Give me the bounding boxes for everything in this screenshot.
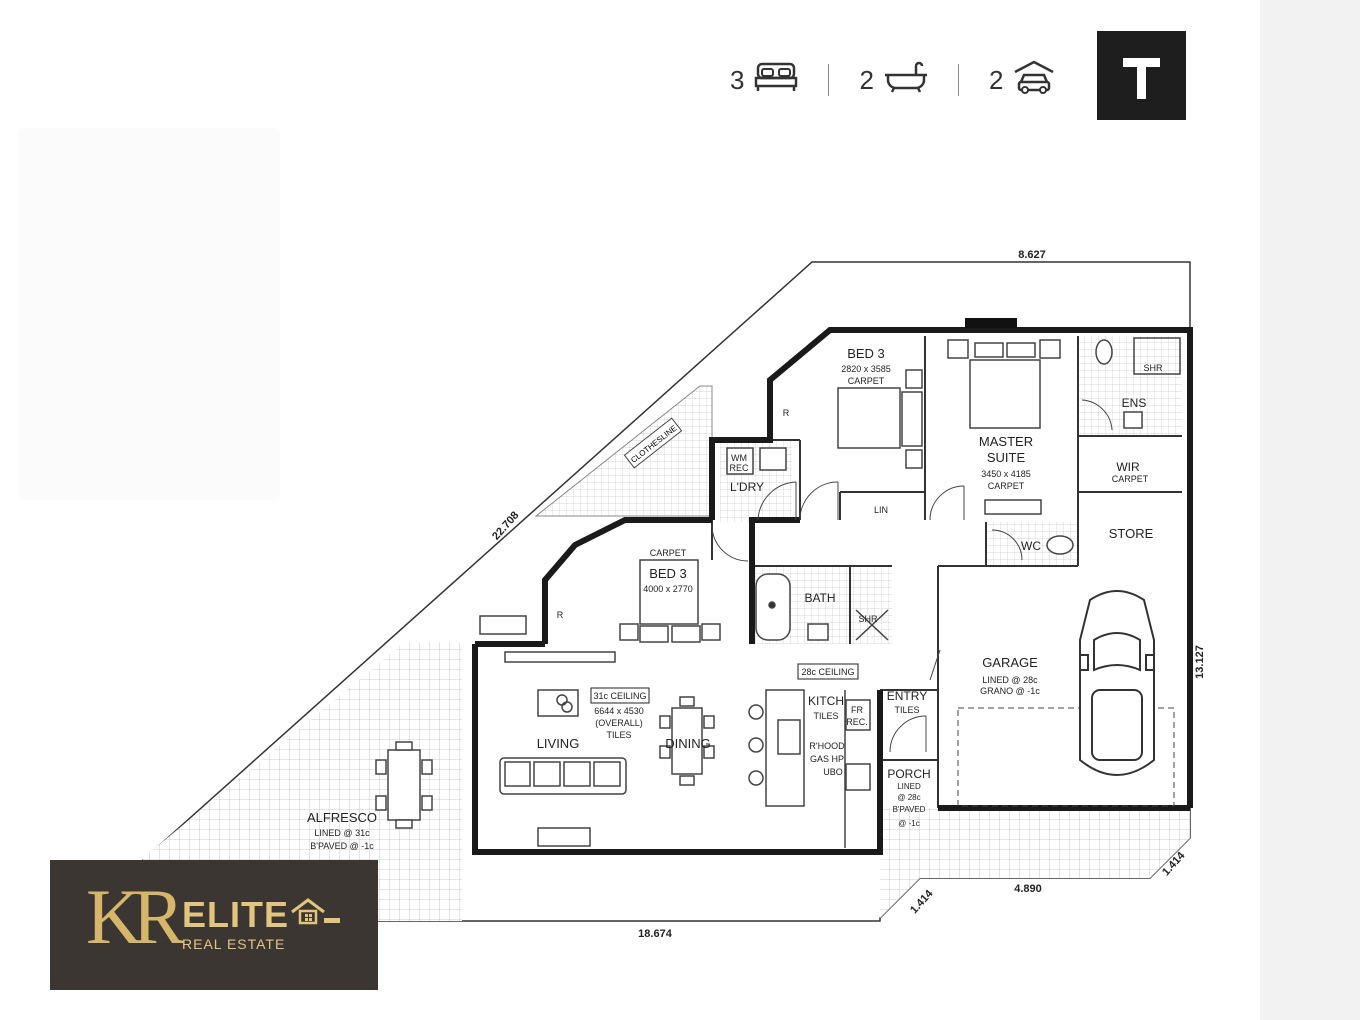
kitchen-tiles: TILES xyxy=(813,711,838,721)
agency-logo: KR ELITE REAL ESTATE xyxy=(50,860,378,990)
blank-area xyxy=(18,128,280,500)
house-icon xyxy=(291,898,340,925)
kitchen-label: KITCH xyxy=(808,694,844,708)
lin-label: LIN xyxy=(874,505,888,515)
robe-label-1: R xyxy=(783,408,790,418)
window-master xyxy=(965,318,1017,328)
alfresco-bpaved: B'PAVED @ -1c xyxy=(310,841,374,851)
dining-label: DINING xyxy=(665,736,711,751)
dim-right: 13.127 xyxy=(1194,645,1206,679)
agency-logo-subtitle: REAL ESTATE xyxy=(182,936,286,952)
bed3-mid-size: 4000 x 2770 xyxy=(643,584,693,594)
porch-label: PORCH xyxy=(887,767,930,781)
bed3-top-floor: CARPET xyxy=(848,376,885,386)
door-swings xyxy=(711,399,1113,753)
porch-lined: LINED xyxy=(897,782,921,791)
garage-car-icon xyxy=(1013,60,1055,101)
clothesline-area xyxy=(534,385,713,517)
room-labels: BED 3 2820 x 3585 CARPET MASTER SUITE 34… xyxy=(307,346,1163,851)
dim-chamfer-left: 1.414 xyxy=(908,887,936,916)
robe-label-2: R xyxy=(557,610,564,620)
wm-label: WM xyxy=(731,453,747,463)
rangehood-label: R'HOOD xyxy=(809,741,845,751)
feature-stats: 3 2 2 xyxy=(730,55,1055,105)
car-icon xyxy=(1079,590,1155,776)
floor-plan: CLOTHESLINE xyxy=(142,249,1206,940)
bathroom-count: 2 xyxy=(859,61,927,100)
bed3-mid-floor: CARPET xyxy=(650,548,687,558)
master-floor: CARPET xyxy=(988,481,1025,491)
alfresco-lined: LINED @ 31c xyxy=(314,828,370,838)
bed3-top-size: 2820 x 3585 xyxy=(841,364,891,374)
furniture xyxy=(375,337,1181,848)
laundry-label: L'DRY xyxy=(730,480,764,494)
living-size: 6644 x 4530 xyxy=(594,706,644,716)
store-label: STORE xyxy=(1109,526,1154,541)
wir-floor: CARPET xyxy=(1112,474,1149,484)
garage-count: 2 xyxy=(989,60,1055,101)
ceiling-31-box xyxy=(590,687,650,704)
entry-label: ENTRY xyxy=(887,689,927,703)
brand-badge xyxy=(1097,31,1186,120)
bathroom-count-value: 2 xyxy=(859,64,874,95)
clothesline-label-box xyxy=(623,417,683,469)
agency-logo-name: ELITE xyxy=(182,894,290,935)
porch-neg: @ -1c xyxy=(898,819,919,828)
shr-mid-label: SHR xyxy=(858,614,878,624)
ceiling-31-label: 31c CEILING xyxy=(593,691,646,701)
exterior-walls xyxy=(472,327,1193,855)
bed3-mid-name: BED 3 xyxy=(649,566,687,581)
agency-logo-letters: KR xyxy=(86,873,184,960)
fridge-label: FR xyxy=(851,705,863,715)
master-size: 3450 x 4185 xyxy=(981,469,1031,479)
shr-top-label: SHR xyxy=(1143,363,1163,373)
side-panel xyxy=(1260,0,1360,1020)
stat-divider xyxy=(957,64,959,96)
ens-label: ENS xyxy=(1122,396,1147,410)
dim-bottom-right: 4.890 xyxy=(1014,883,1042,895)
porch-bpaved: B'PAVED xyxy=(893,805,926,814)
bath-label: BATH xyxy=(804,591,835,605)
living-tiles: TILES xyxy=(606,730,631,740)
bedroom-count-value: 3 xyxy=(730,64,745,95)
bed3-top-name: BED 3 xyxy=(847,346,885,361)
garage-label: GARAGE xyxy=(982,655,1038,670)
front-paving xyxy=(880,808,1190,918)
wir-label: WIR xyxy=(1116,460,1140,474)
ceiling-28-label: 28c CEILING xyxy=(801,667,854,677)
wc-label: WC xyxy=(1021,539,1041,553)
bed-icon xyxy=(754,61,798,100)
garage-door xyxy=(957,707,1175,807)
bedroom-count: 3 xyxy=(730,61,798,100)
ceiling-28-box xyxy=(797,663,859,680)
gas-hp-label: GAS HP xyxy=(810,754,844,764)
living-label: LIVING xyxy=(537,736,580,751)
master-name-1: MASTER xyxy=(979,434,1033,449)
t-logo-icon xyxy=(1123,58,1160,99)
stat-divider xyxy=(828,64,830,96)
entry-tiles: TILES xyxy=(894,705,919,715)
rec-label: REC xyxy=(729,463,749,473)
dim-top: 8.627 xyxy=(1018,249,1046,261)
fridge-rec-label: REC. xyxy=(846,717,868,727)
bathtub-icon xyxy=(884,61,928,100)
ubo-label: UBO xyxy=(823,767,843,777)
master-name-2: SUITE xyxy=(987,450,1026,465)
porch-28c: @ 28c xyxy=(897,793,920,802)
garage-lined: LINED @ 28c xyxy=(982,675,1038,685)
alfresco-label: ALFRESCO xyxy=(307,810,377,825)
garage-grano: GRANO @ -1c xyxy=(980,686,1040,696)
garage-count-value: 2 xyxy=(988,64,1004,95)
dim-bottom-left: 18.674 xyxy=(638,928,673,940)
interior-walls xyxy=(711,336,1182,808)
living-overall: (OVERALL) xyxy=(595,718,643,728)
